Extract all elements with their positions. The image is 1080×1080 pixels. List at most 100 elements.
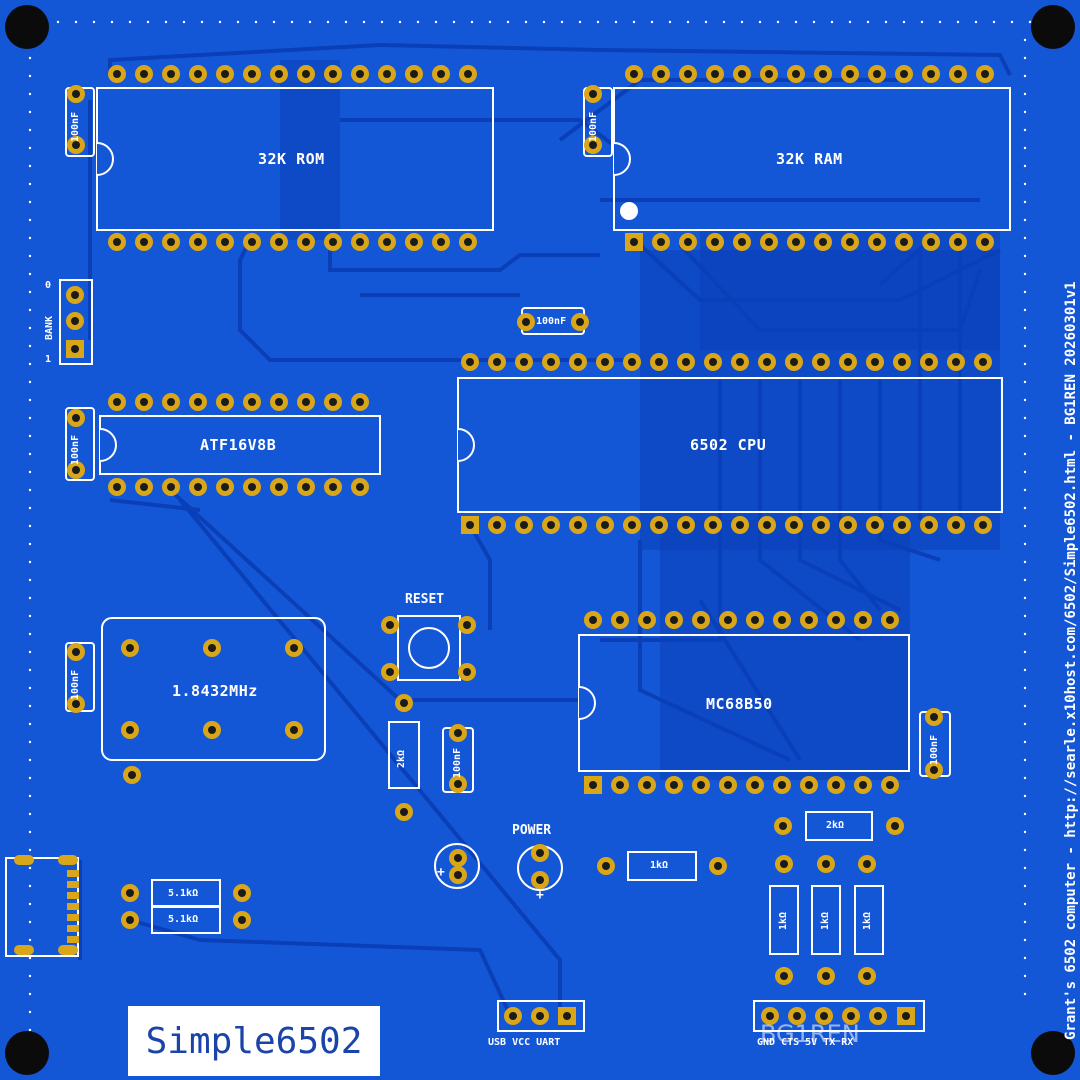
cap-gal-label: 100nF — [70, 434, 81, 465]
cap-acia-label: 100nF — [929, 734, 940, 765]
gal-bottom-7-hole — [302, 483, 310, 491]
ram-top-3-hole — [711, 70, 719, 78]
rom-top-3-hole — [194, 70, 202, 78]
gal-chip-label: ATF16V8B — [200, 436, 277, 454]
oscillator-label: 1.8432MHz — [172, 682, 258, 700]
silk-dot — [488, 20, 492, 24]
cpu-top-0-hole — [466, 358, 474, 366]
gal-top-9-hole — [356, 398, 364, 406]
gal-top-7-hole — [302, 398, 310, 406]
silk-dot — [28, 218, 32, 222]
silk-dot — [542, 20, 546, 24]
cap-pad-3-hole — [589, 141, 597, 149]
silk-dot — [686, 20, 690, 24]
silk-dot — [74, 20, 78, 24]
silk-dot — [1023, 650, 1027, 654]
acia-bottom-4-hole — [697, 781, 705, 789]
res-outline-usb2 — [151, 906, 221, 934]
silk-dot — [28, 596, 32, 600]
silk-dot — [884, 20, 888, 24]
res-a-label: 1kΩ — [778, 911, 789, 930]
silk-dot — [1023, 776, 1027, 780]
trace-0 — [108, 42, 1012, 76]
ram-top-9-hole — [873, 70, 881, 78]
acia-bottom-9-hole — [832, 781, 840, 789]
res-top-pad-a-hole — [779, 822, 787, 830]
serial-pad-0-hole — [766, 1012, 774, 1020]
silk-dot — [1023, 596, 1027, 600]
silk-dot — [308, 20, 312, 24]
acia-bottom-3-hole — [670, 781, 678, 789]
silk-dot — [236, 20, 240, 24]
silk-dot — [1023, 902, 1027, 906]
silk-dot — [1023, 578, 1027, 582]
watermark: BG1REN — [760, 1020, 860, 1048]
acia-bottom-10-hole — [859, 781, 867, 789]
silk-dot — [524, 20, 528, 24]
acia-bottom-0-hole — [589, 781, 597, 789]
cpu-top-1-hole — [493, 358, 501, 366]
silk-dot — [1023, 956, 1027, 960]
silk-dot — [1023, 218, 1027, 222]
rom-bottom-11-hole — [410, 238, 418, 246]
ram-bottom-5-hole — [765, 238, 773, 246]
rom-top-5-hole — [248, 70, 256, 78]
rom-bottom-1-hole — [140, 238, 148, 246]
cpu-top-6-hole — [628, 358, 636, 366]
silk-dot — [1023, 992, 1027, 996]
trace-16 — [340, 118, 622, 152]
ram-top-5-hole — [765, 70, 773, 78]
cpu-top-9-hole — [709, 358, 717, 366]
res-v-pad-4-hole — [863, 860, 871, 868]
silk-dot — [1023, 416, 1027, 420]
ram-bottom-2-hole — [684, 238, 692, 246]
rom-top-0-hole — [113, 70, 121, 78]
ram-bottom-1-hole — [657, 238, 665, 246]
trace-4 — [178, 498, 562, 1015]
silk-dot — [1023, 272, 1027, 276]
cpu-outline-notch — [457, 428, 475, 462]
acia-bottom-8-hole — [805, 781, 813, 789]
silk-dot — [28, 470, 32, 474]
res-c-label: 1kΩ — [862, 911, 873, 930]
silk-dot — [28, 758, 32, 762]
side-silkscreen-text: Grant's 6502 computer - http://searle.x1… — [1063, 281, 1079, 1040]
reset-button-cap — [408, 627, 450, 669]
elcap-pad-a-hole — [454, 854, 462, 862]
ram-top-1-hole — [657, 70, 665, 78]
rom-bottom-13-hole — [464, 238, 472, 246]
rom-top-1-hole — [140, 70, 148, 78]
cap-reset-label: 100nF — [452, 747, 463, 778]
acia-top-1-hole — [616, 616, 624, 624]
gal-bottom-0-hole — [113, 483, 121, 491]
cpu-top-13-hole — [817, 358, 825, 366]
silk-dot — [28, 704, 32, 708]
gal-bottom-6-hole — [275, 483, 283, 491]
cpu-top-2-hole — [520, 358, 528, 366]
silk-dot — [1023, 686, 1027, 690]
cpu-bottom-17-hole — [925, 521, 933, 529]
acia-top-7-hole — [778, 616, 786, 624]
res-usb2-label: 5.1kΩ — [168, 914, 199, 925]
silk-dot — [596, 20, 600, 24]
silk-dot — [578, 20, 582, 24]
osc-pad-2-hole — [290, 644, 298, 652]
gal-top-6-hole — [275, 398, 283, 406]
silk-dot — [28, 614, 32, 618]
res-power-pad-a-hole — [602, 862, 610, 870]
silk-dot — [974, 20, 978, 24]
usb-res-pad-b-hole — [238, 889, 246, 897]
rom-bottom-6-hole — [275, 238, 283, 246]
res-outline-reset — [388, 721, 420, 789]
board-title: Simple6502 — [128, 1006, 380, 1076]
bank-label: BANK — [44, 315, 55, 340]
cap-pad-2-hole — [589, 90, 597, 98]
osc-pad-0-hole — [126, 644, 134, 652]
cpu-top-12-hole — [790, 358, 798, 366]
cpu-top-5-hole — [601, 358, 609, 366]
osc-pad-3-hole — [126, 726, 134, 734]
silk-dot — [866, 20, 870, 24]
uart-header-label: USB VCC UART — [488, 1037, 561, 1048]
cpu-top-4-hole — [574, 358, 582, 366]
silk-dot — [182, 20, 186, 24]
